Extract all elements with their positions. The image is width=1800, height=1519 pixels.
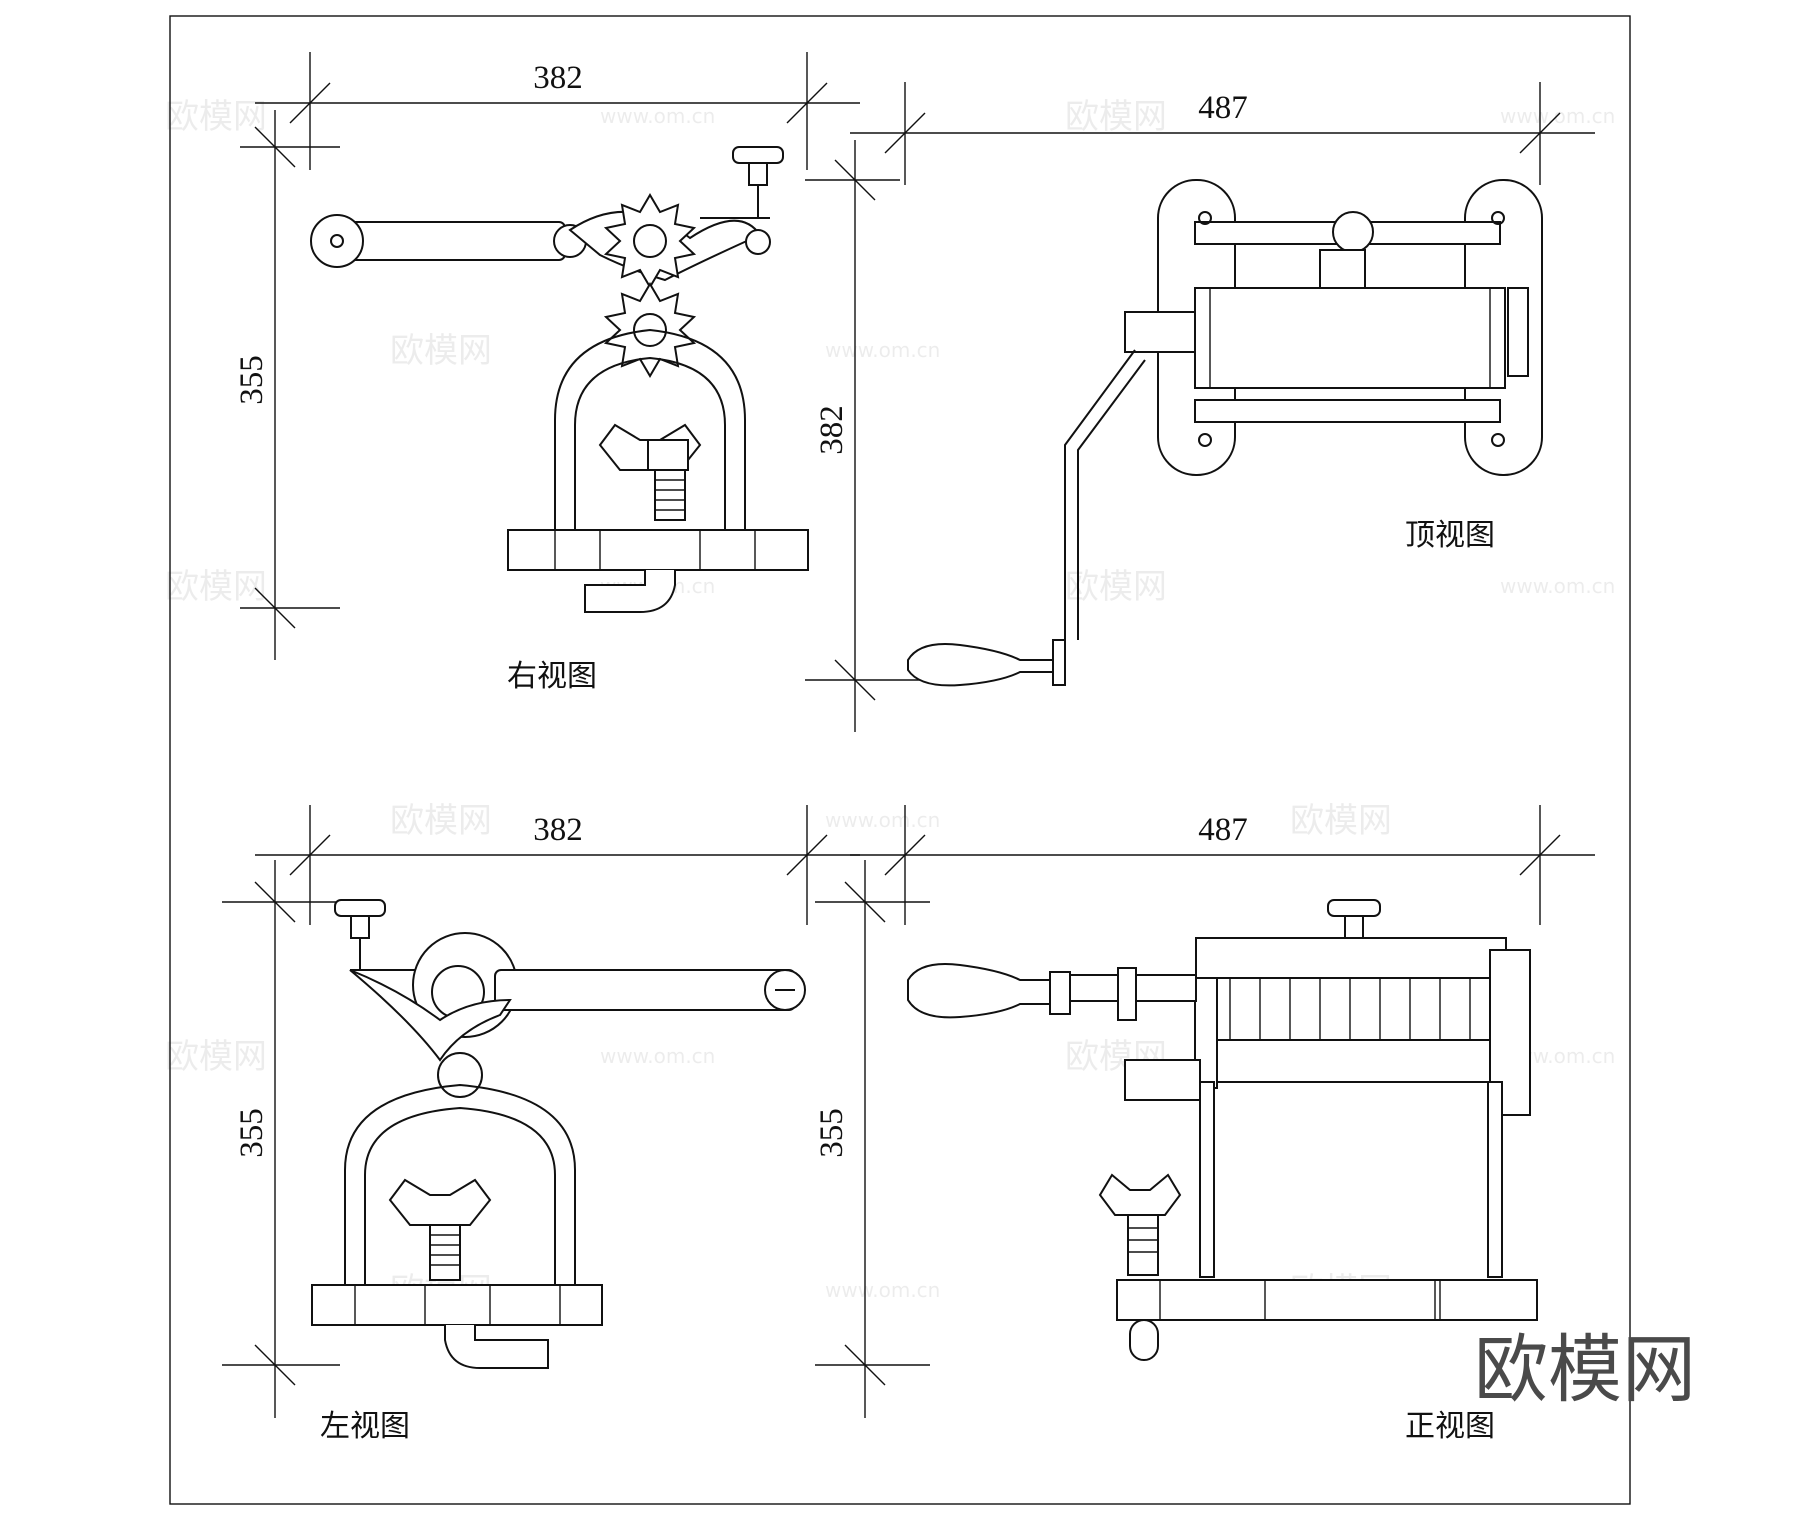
left-view-height-dimension: 355: [234, 1108, 270, 1158]
watermark-logo: 欧模网: [1065, 97, 1167, 137]
watermark-url: www.om.cn: [600, 1044, 715, 1068]
front-view-dimensions: 487 355: [814, 805, 1595, 1418]
watermark-url: www.om.cn: [825, 808, 940, 832]
top-view-dimensions: 487 382: [805, 82, 1595, 732]
watermark-logo: 欧模网: [390, 801, 492, 841]
top-view-machine: 顶视图: [907, 179, 1543, 687]
right-view-label: 右视图: [507, 659, 597, 694]
right-view-height-dimension: 355: [234, 355, 270, 405]
top-view: 487 382: [805, 82, 1595, 732]
watermark-logo: 欧模网: [165, 97, 267, 137]
right-view: 382 355: [234, 52, 860, 694]
front-view-machine: 正视图: [907, 899, 1538, 1444]
watermark-url: www.om.cn: [600, 104, 715, 128]
right-view-width-dimension: 382: [533, 60, 583, 96]
top-view-height-dimension: 382: [814, 405, 850, 455]
watermark-url: www.om.cn: [825, 1278, 940, 1302]
top-view-width-dimension: 487: [1198, 90, 1248, 126]
sheet-border: [169, 15, 1631, 1505]
right-view-machine: 右视图: [310, 146, 809, 694]
watermark-url: www.om.cn: [1500, 574, 1615, 598]
left-view-width-dimension: 382: [533, 812, 583, 848]
left-view: 382 355: [222, 805, 860, 1444]
left-view-machine: 左视图: [311, 899, 806, 1444]
watermark-logo: 欧模网: [165, 567, 267, 607]
right-view-dimensions: 382 355: [234, 52, 860, 660]
top-view-label: 顶视图: [1405, 518, 1495, 553]
front-view-height-dimension: 355: [814, 1108, 850, 1158]
watermark-url: www.om.cn: [825, 338, 940, 362]
watermark-logo: 欧模网: [1065, 567, 1167, 607]
watermark-logo: 欧模网: [1290, 801, 1392, 841]
watermark-logo: 欧模网: [165, 1037, 267, 1077]
front-view-width-dimension: 487: [1198, 812, 1248, 848]
front-view-label: 正视图: [1405, 1409, 1495, 1444]
front-view: 487 355: [814, 805, 1595, 1444]
left-view-label: 左视图: [320, 1409, 410, 1444]
left-view-dimensions: 382 355: [222, 805, 860, 1418]
watermark-logo: 欧模网: [390, 331, 492, 371]
brand-watermark: 欧模网: [1474, 1327, 1696, 1413]
background-watermarks: 欧模网 www.om.cn 欧模网 www.om.cn 欧模网 www.om.c…: [165, 97, 1615, 1311]
